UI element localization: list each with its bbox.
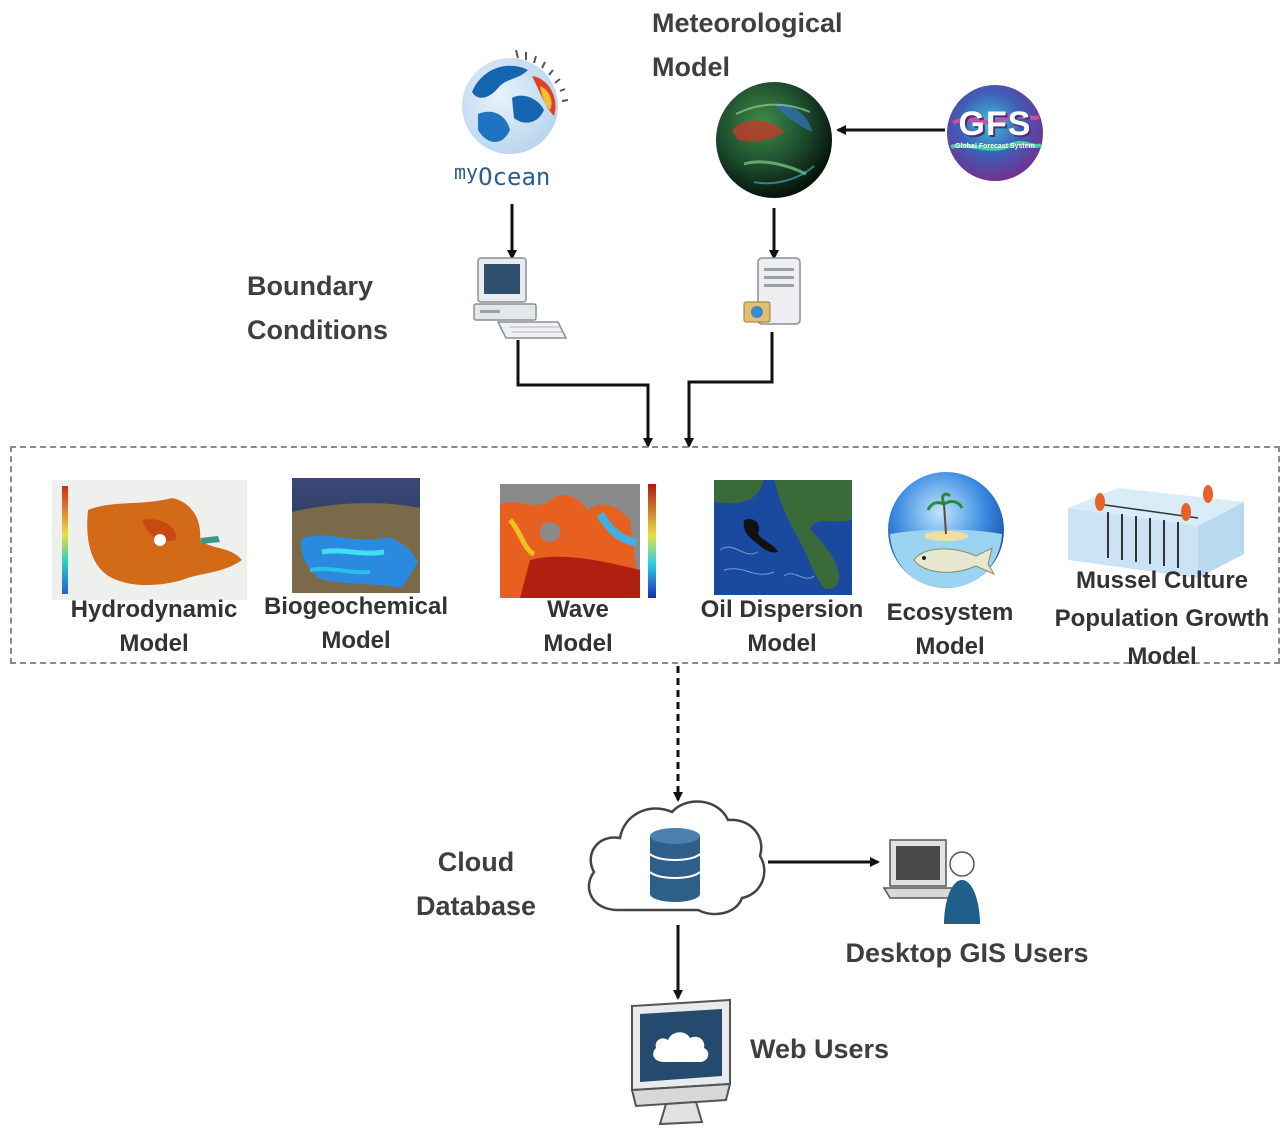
hydrodynamic-model-thumbnail [52, 480, 247, 600]
desktop-user-icon [882, 839, 980, 924]
myocean-logo: myOcean [448, 44, 578, 194]
mussel-culture-model-thumbnail [1068, 485, 1244, 578]
meteorological-globe-icon [716, 82, 832, 198]
server-icon [743, 257, 801, 325]
computer-icon [473, 257, 568, 339]
web-users-label: Web Users [750, 1034, 890, 1064]
cloud-database-icon [587, 800, 766, 916]
biogeochemical-model-thumbnail [292, 478, 420, 593]
myocean-globe-icon [462, 49, 569, 154]
meteorological-label: Meteorological Model [652, 8, 843, 82]
arrow-computer-to-models [516, 340, 653, 448]
cloud-database-label: Cloud Database [415, 847, 537, 921]
boundary-conditions-label: Boundary Conditions [247, 271, 388, 345]
desktop-gis-users-label: Desktop GIS Users [845, 938, 1089, 968]
gfs-text: GFS [958, 105, 1032, 143]
ecosystem-model-thumbnail [888, 472, 1004, 588]
models-group [10, 446, 1280, 664]
myocean-wordmark: myOcean [454, 160, 551, 191]
web-monitor-icon [630, 998, 732, 1126]
database-icon [649, 828, 701, 902]
oil-dispersion-model-thumbnail [714, 480, 852, 595]
arrow-server-to-models [684, 332, 774, 448]
gfs-subtext: Global Forecast System [955, 143, 1035, 150]
gfs-logo-icon: GFS Global Forecast System [945, 83, 1045, 183]
wave-model-thumbnail [490, 480, 660, 605]
